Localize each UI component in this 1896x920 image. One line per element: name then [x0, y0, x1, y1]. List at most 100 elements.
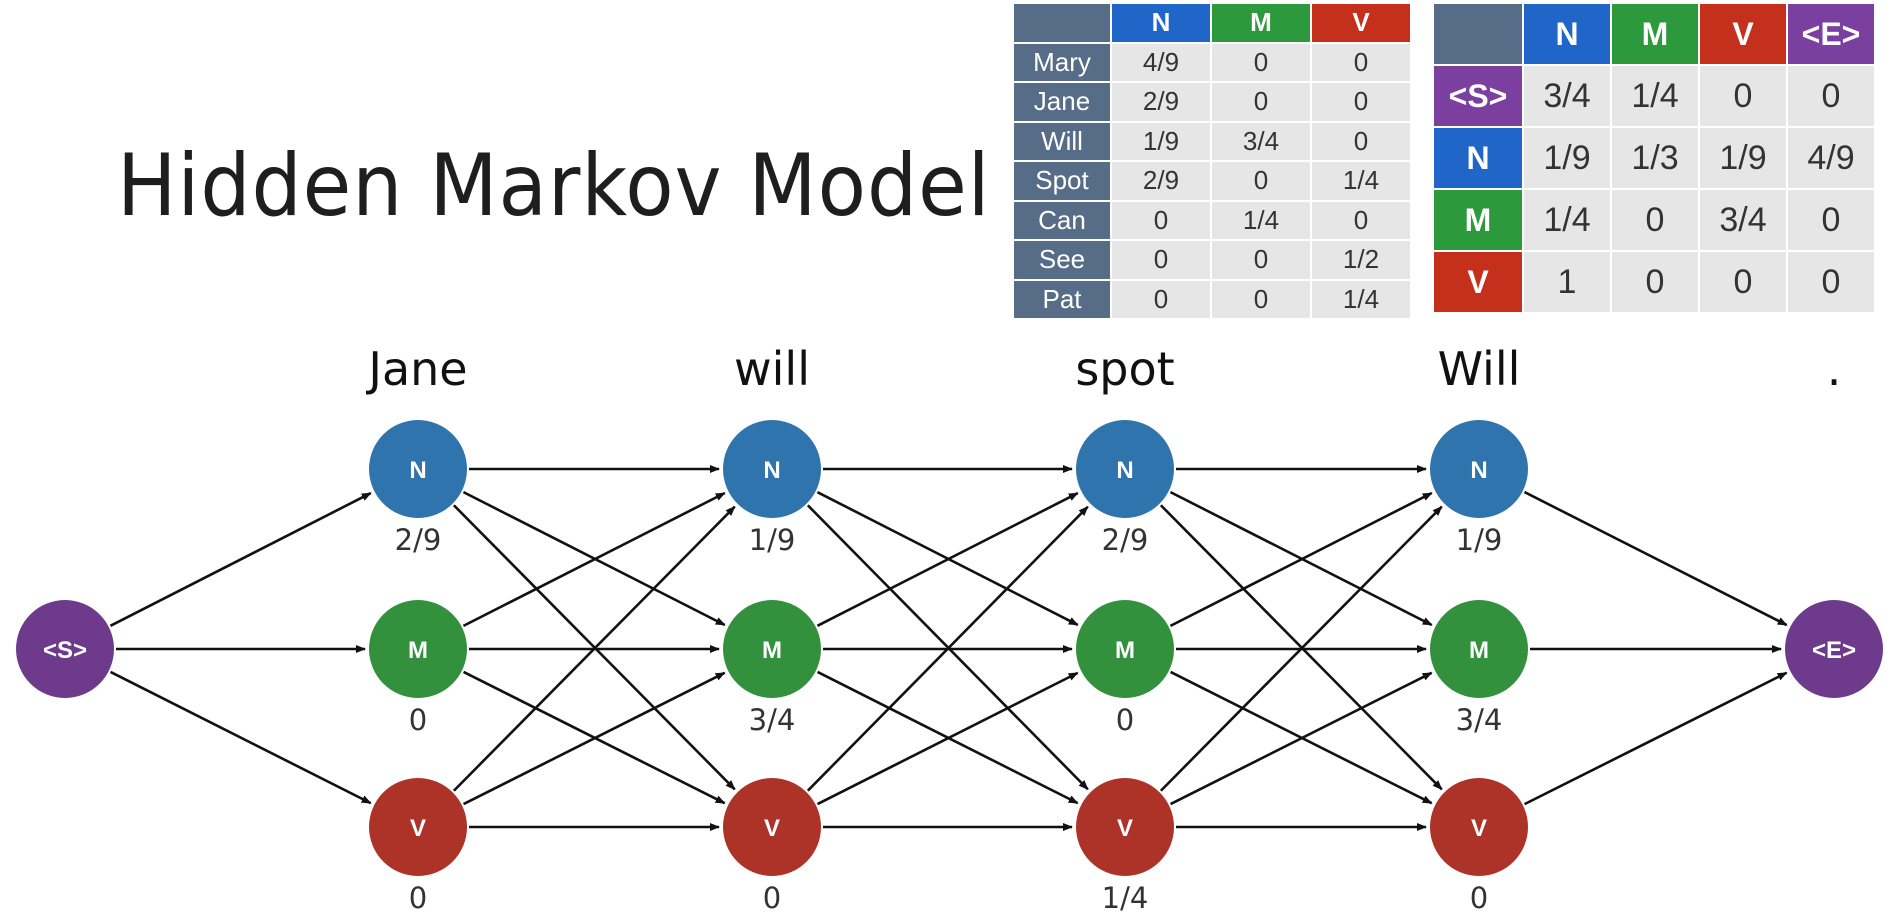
state-node-v: V [723, 778, 821, 876]
emission-cell: 0 [1210, 160, 1312, 202]
emission-row: Spot 2/9 0 1/4 [1012, 160, 1412, 202]
transition-arrows [109, 465, 1788, 831]
state-node-n: N [723, 420, 821, 518]
transition-cell: 3/4 [1522, 64, 1612, 128]
state-circle [1430, 778, 1528, 876]
node-label: N [409, 457, 426, 484]
observation-word: Will [1438, 342, 1521, 396]
transition-row-state: N [1432, 126, 1524, 190]
transition-row-state: <S> [1432, 64, 1524, 128]
emission-cell: 0 [1310, 41, 1412, 83]
transition-row-state: V [1432, 250, 1524, 314]
emission-prob-label: 0 [763, 881, 781, 915]
state-circle [723, 600, 821, 698]
transition-cell: 1/9 [1698, 126, 1788, 190]
arrow-v-to-n [1159, 505, 1443, 792]
emission-row-word: See [1012, 239, 1112, 281]
emission-cell: 2/9 [1110, 160, 1212, 202]
emission-header-v: V [1310, 2, 1412, 44]
transition-cell: 0 [1786, 250, 1876, 314]
transition-cell: 1 [1522, 250, 1612, 314]
node-label: V [410, 815, 426, 842]
transition-row: V 1 0 0 0 [1432, 250, 1876, 314]
emission-row: See 0 0 1/2 [1012, 239, 1412, 281]
transition-cell: 0 [1610, 188, 1700, 252]
arrow-v-to-m [1169, 671, 1433, 806]
emission-prob-label: 1/9 [749, 523, 796, 557]
state-node-n: N [1076, 420, 1174, 518]
arrow-start-to-n [109, 491, 372, 627]
transition-row-state: M [1432, 188, 1524, 252]
state-circle [1076, 778, 1174, 876]
start-node: <S> [16, 600, 114, 698]
emission-cell: 4/9 [1110, 41, 1212, 83]
state-circle [1785, 600, 1883, 698]
node-label: M [762, 637, 782, 664]
emission-row-word: Mary [1012, 41, 1112, 83]
emission-prob-label: 1/4 [1102, 881, 1149, 915]
state-node-n: N [369, 420, 467, 518]
emission-cell: 3/4 [1210, 120, 1312, 162]
emission-row: Jane 2/9 0 0 [1012, 81, 1412, 123]
emission-row-word: Jane [1012, 81, 1112, 123]
state-circle [1076, 600, 1174, 698]
transition-cell: 1/9 [1522, 126, 1612, 190]
emission-prob-label: 0 [409, 881, 427, 915]
transition-row: N 1/9 1/3 1/9 4/9 [1432, 126, 1876, 190]
emission-cell: 0 [1110, 199, 1212, 241]
emission-cell: 1/9 [1110, 120, 1212, 162]
emission-cell: 0 [1310, 81, 1412, 123]
state-node-n: N [1430, 420, 1528, 518]
arrow-m-to-n [462, 491, 726, 628]
emission-corner-cell [1012, 2, 1112, 44]
transition-row: <S> 3/4 1/4 0 0 [1432, 64, 1876, 128]
emission-prob-label: 2/9 [395, 523, 442, 557]
state-node-m: M [723, 600, 821, 698]
node-label: <S> [43, 637, 87, 664]
node-label: N [1470, 457, 1487, 484]
node-label: N [1116, 457, 1133, 484]
arrow-v-to-n [452, 505, 736, 792]
node-label: <E> [1812, 637, 1856, 664]
arrow-m-to-n [1169, 491, 1433, 628]
arrow-v-to-m [462, 671, 726, 806]
transition-cell: 1/4 [1610, 64, 1700, 128]
emission-cell: 0 [1210, 41, 1312, 83]
trellis-labels: 2/900Jane1/93/40will2/901/4spot1/93/40Wi… [365, 342, 1841, 915]
emission-cell: 0 [1310, 199, 1412, 241]
emission-row: Mary 4/9 0 0 [1012, 41, 1412, 83]
transition-header-end: <E> [1786, 2, 1876, 66]
emission-cell: 0 [1110, 239, 1212, 281]
state-node-v: V [1430, 778, 1528, 876]
emission-row: Will 1/9 3/4 0 [1012, 120, 1412, 162]
node-label: N [763, 457, 780, 484]
state-node-m: M [1076, 600, 1174, 698]
state-circle [369, 778, 467, 876]
emission-prob-label: 2/9 [1102, 523, 1149, 557]
emission-row-word: Pat [1012, 278, 1112, 320]
transition-row: M 1/4 0 3/4 0 [1432, 188, 1876, 252]
node-label: V [764, 815, 780, 842]
arrow-v-to-n [806, 505, 1089, 792]
emission-prob-label: 0 [1470, 881, 1488, 915]
emission-cell: 1/4 [1210, 199, 1312, 241]
emission-prob-label: 1/9 [1456, 523, 1503, 557]
arrow-v-to-m [816, 671, 1079, 806]
state-circle [723, 778, 821, 876]
state-circle [369, 420, 467, 518]
state-node-v: V [1076, 778, 1174, 876]
emission-cell: 0 [1210, 239, 1312, 281]
state-circle [723, 420, 821, 518]
emission-header-m: M [1210, 2, 1312, 44]
node-label: M [1115, 637, 1135, 664]
transition-probability-table: N M V <E> <S> 3/4 1/4 0 0 N 1/9 1/3 1/9 … [1432, 2, 1876, 314]
arrow-m-to-n [816, 491, 1079, 627]
emission-header-n: N [1110, 2, 1212, 44]
emission-cell: 1/2 [1310, 239, 1412, 281]
state-circle [16, 600, 114, 698]
emission-cell: 2/9 [1110, 81, 1212, 123]
page-title: Hidden Markov Model [117, 136, 991, 236]
transition-header-v: V [1698, 2, 1788, 66]
emission-prob-label: 3/4 [749, 703, 796, 737]
